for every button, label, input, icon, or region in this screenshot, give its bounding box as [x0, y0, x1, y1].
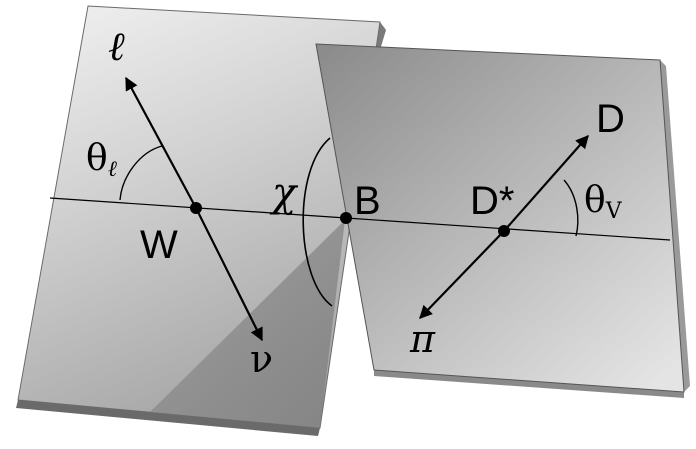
left-plane: [16, 5, 386, 436]
theta-v-label: θV: [584, 180, 623, 224]
right-plane: [315, 43, 690, 398]
right-plane-right-edge: [660, 60, 690, 392]
b-vertex: [340, 212, 352, 224]
theta-l-symbol: θ: [86, 138, 108, 179]
left-plane-bottom-edge: [16, 400, 320, 436]
theta-v-angle-arc: [563, 179, 579, 237]
lepton-label: ℓ: [108, 24, 125, 70]
b-label: B: [354, 179, 381, 223]
left-plane-shadow: [150, 220, 345, 428]
w-vertex: [190, 202, 202, 214]
neutrino-arrow: [195, 207, 263, 342]
d-label: D: [596, 97, 625, 141]
theta-l-angle-arc: [119, 145, 163, 201]
chi-label: χ: [269, 170, 299, 216]
theta-v-symbol: θ: [584, 180, 606, 221]
pion-arrow: [419, 230, 505, 319]
d-meson-arrow: [503, 135, 589, 232]
chi-angle-arc: [302, 137, 333, 307]
neutrino-label: ν: [250, 337, 273, 381]
lepton-arrow: [125, 76, 197, 209]
theta-v-subscript: V: [605, 199, 623, 224]
right-plane-face: [315, 43, 685, 393]
d-star-label: D*: [470, 179, 514, 223]
pion-label: π: [409, 317, 436, 361]
w-label: W: [140, 223, 178, 267]
d-star-vertex: [498, 225, 510, 237]
right-plane-bottom-edge: [374, 370, 684, 398]
theta-l-label: θℓ: [86, 138, 118, 182]
theta-l-subscript: ℓ: [108, 157, 118, 182]
